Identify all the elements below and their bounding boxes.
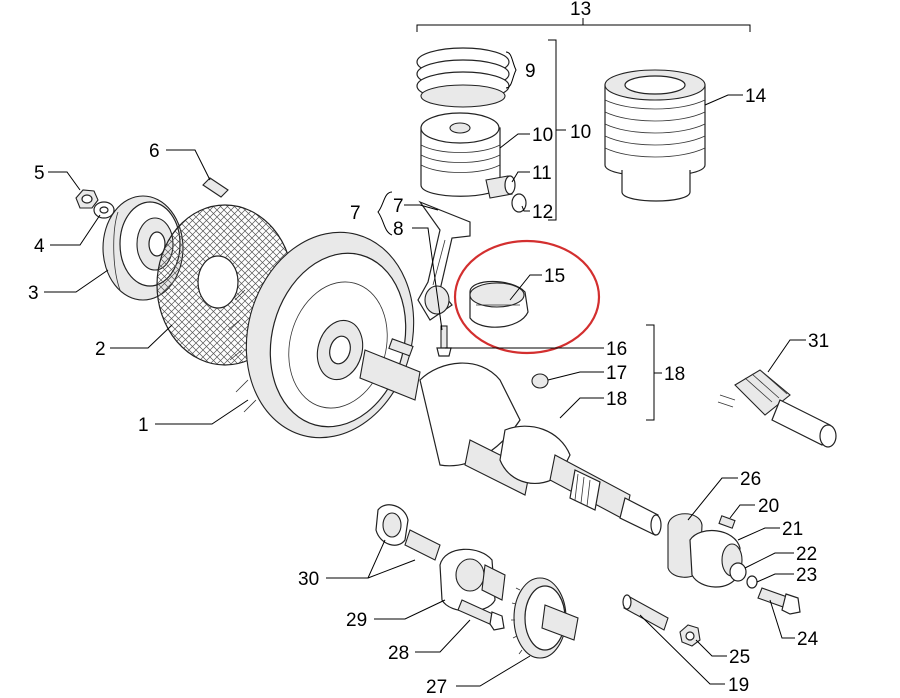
rod-part-19	[622, 594, 669, 631]
callout-1: 1	[138, 415, 149, 436]
callout-16: 16	[606, 339, 627, 360]
crankshaft-part-18	[359, 349, 662, 536]
callout-7: 7	[393, 196, 404, 217]
callout-9: 9	[525, 61, 536, 82]
callout-2: 2	[95, 339, 106, 360]
callout-10-group: 10	[570, 122, 591, 143]
callout-14: 14	[745, 86, 767, 107]
callout-30: 30	[298, 569, 319, 590]
callout-31: 31	[808, 331, 829, 352]
connecting-rod-part-7	[417, 200, 471, 321]
callout-7-group: 7	[350, 203, 361, 224]
callout-21: 21	[782, 519, 803, 540]
callout-6: 6	[149, 141, 160, 162]
callout-11: 11	[532, 163, 552, 184]
callout-27: 27	[426, 677, 447, 698]
nut-part-25	[679, 624, 701, 647]
callout-labels: 1 2 3 4 5 6 7 7 8 9 10 10 11 12 13 14 15…	[28, 0, 829, 698]
callout-29: 29	[346, 610, 367, 631]
bolt-part-28	[457, 599, 505, 631]
callout-24: 24	[797, 629, 819, 650]
callout-18-group: 18	[664, 364, 685, 385]
gear-shaft-part-31	[717, 369, 837, 448]
callout-26: 26	[740, 469, 761, 490]
washer-part-4	[93, 201, 115, 219]
gear-part-27	[511, 577, 579, 659]
washer-part-23	[746, 575, 758, 589]
highlight-circle	[453, 239, 601, 355]
callout-17: 17	[606, 363, 627, 384]
bolt-part-24	[757, 587, 801, 615]
key-part-6	[202, 177, 229, 198]
piston-part-10	[420, 112, 501, 197]
plug-part-17	[531, 373, 549, 389]
callout-20: 20	[758, 496, 779, 517]
callout-13: 13	[570, 0, 591, 20]
callout-19: 19	[728, 675, 749, 696]
washer-part-22	[729, 562, 747, 582]
pin-part-20	[718, 515, 736, 529]
callout-28: 28	[388, 643, 409, 664]
callout-23: 23	[796, 565, 817, 586]
bolt-part-8	[436, 325, 452, 357]
pin-part-16	[388, 338, 414, 357]
nut-part-5	[75, 189, 99, 209]
callout-22: 22	[796, 544, 817, 565]
callout-25: 25	[729, 647, 750, 668]
flywheel-part-1	[227, 231, 415, 439]
callout-8: 8	[393, 219, 404, 240]
piston-pin-part-11	[485, 175, 516, 199]
cylinder-part-14	[604, 69, 706, 202]
piston-rings-part-9	[416, 47, 510, 108]
callout-18: 18	[606, 389, 627, 410]
callout-10: 10	[532, 125, 553, 146]
callout-15: 15	[544, 266, 565, 287]
circlip-part-12	[511, 193, 527, 213]
leader-lines	[44, 18, 806, 687]
callout-5: 5	[34, 163, 45, 184]
bearing-shells-part-15	[469, 281, 529, 328]
callout-4: 4	[34, 236, 45, 257]
hub-part-29	[439, 548, 506, 612]
callout-3: 3	[28, 283, 39, 304]
parts-group-30	[375, 504, 441, 561]
callout-12: 12	[532, 202, 553, 223]
